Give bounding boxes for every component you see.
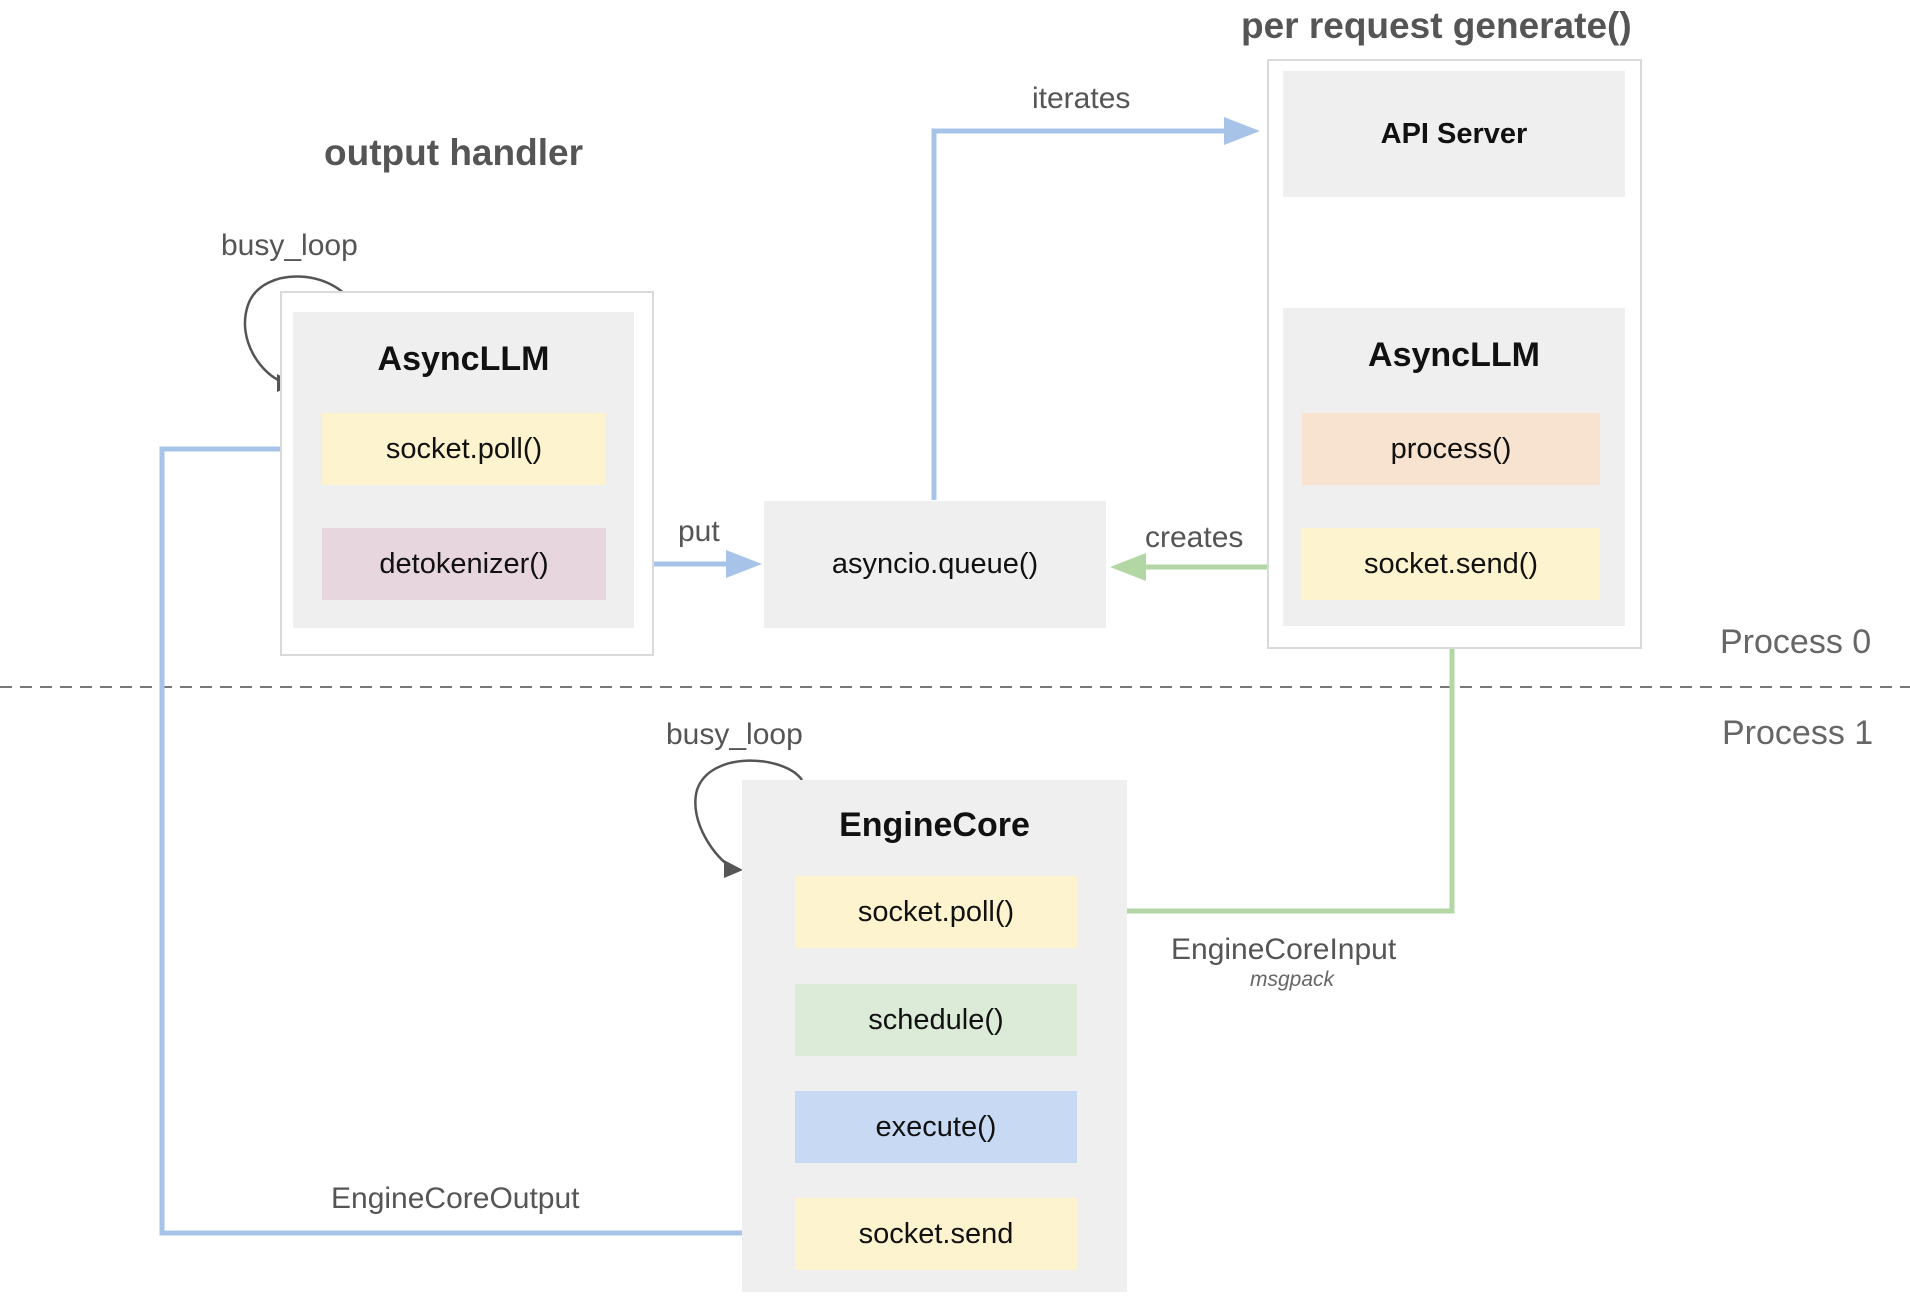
asyncio-queue-box: asyncio.queue() bbox=[764, 501, 1106, 628]
put-label: put bbox=[678, 515, 720, 548]
iterates-arrowhead bbox=[1224, 117, 1260, 145]
engine-core-output-line bbox=[159, 446, 795, 1236]
engine-core-input-label: EngineCoreInput bbox=[1171, 933, 1397, 966]
api-server-box: API Server bbox=[1283, 71, 1625, 197]
engine-core-title: EngineCore bbox=[839, 806, 1030, 844]
put-arrowhead bbox=[726, 550, 762, 578]
execute-box: execute() bbox=[795, 1091, 1077, 1163]
creates-label: creates bbox=[1145, 521, 1244, 554]
engine-core-input-line bbox=[1120, 602, 1455, 914]
output-handler-socket-poll: socket.poll() bbox=[322, 413, 606, 485]
iterates-arrow-line bbox=[931, 128, 1230, 500]
output-handler-heading: output handler bbox=[324, 132, 583, 173]
output-handler-asyncllm-title: AsyncLLM bbox=[377, 340, 550, 378]
busy-loop-arrow-top bbox=[243, 275, 359, 384]
iterates-label: iterates bbox=[1032, 82, 1131, 115]
process-box: process() bbox=[1302, 413, 1600, 485]
engine-core-output-label: EngineCoreOutput bbox=[331, 1182, 580, 1215]
engine-socket-send: socket.send bbox=[795, 1198, 1077, 1270]
busy-loop-label-bottom: busy_loop bbox=[666, 718, 803, 751]
process-1-label: Process 1 bbox=[1722, 714, 1874, 752]
busy-loop-arrowhead-bottom bbox=[724, 860, 743, 878]
process-0-label: Process 0 bbox=[1720, 623, 1872, 661]
per-request-heading: per request generate() bbox=[1241, 5, 1632, 46]
creates-arrowhead bbox=[1110, 553, 1146, 581]
request-socket-send: socket.send() bbox=[1302, 528, 1600, 600]
schedule-box: schedule() bbox=[795, 984, 1077, 1056]
request-asyncllm-title: AsyncLLM bbox=[1368, 336, 1540, 374]
msgpack-label: msgpack bbox=[1250, 968, 1335, 991]
detokenizer-box: detokenizer() bbox=[322, 528, 606, 600]
busy-loop-label-top: busy_loop bbox=[221, 229, 358, 262]
busy-loop-arrow-bottom bbox=[694, 759, 804, 868]
engine-socket-poll: socket.poll() bbox=[795, 876, 1077, 948]
